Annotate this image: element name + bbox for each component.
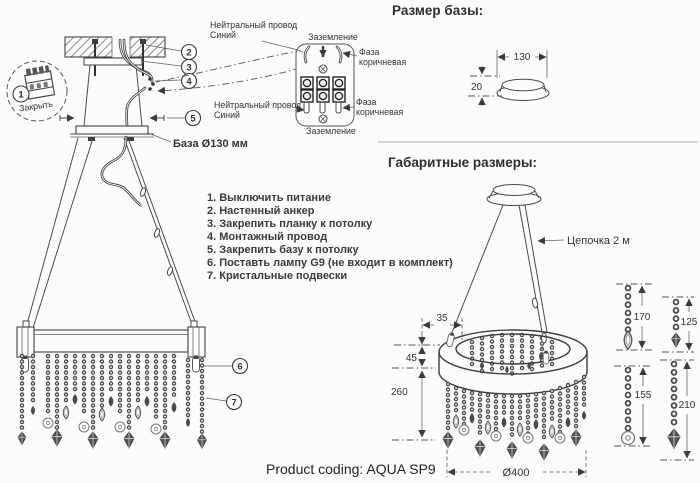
g9-bulb-right [192, 355, 200, 373]
callout-1-circle [12, 85, 30, 103]
canopy-cup [83, 64, 143, 127]
terminal-grid [300, 76, 346, 103]
callout-4-number: 4 [186, 77, 192, 88]
instruction-step-3: 3. Закрепить планку к потолку [207, 218, 373, 230]
strand-b-dim: 125 [681, 317, 698, 328]
g9-bulb-on-ring-2 [542, 350, 550, 365]
base-height-dim: 20 [471, 82, 483, 93]
base-diameter-label: База Ø130 мм [173, 138, 248, 150]
canopy-top [492, 184, 536, 196]
base-width-dim: 130 [514, 52, 531, 63]
neutral-wire-bottom-label: Нейтральный провод [214, 100, 301, 110]
callout-5-number: 5 [190, 114, 196, 125]
strand-detail-panel: 170 125 155 210 [614, 283, 698, 461]
base-size-section: Размер базы: 130 20 [392, 3, 550, 106]
instruction-step-2: 2. Настенный анкер [207, 205, 315, 217]
breaker-callout: 1 Закрыть [6, 60, 68, 122]
end-cap-right [187, 326, 206, 358]
rim-width-dim: 35 [436, 313, 448, 324]
instruction-step-5: 5. Закрепить базу к потолку [207, 244, 359, 256]
ground-top-label: Заземление [308, 32, 358, 42]
neutral-wire-bottom-label2: Синий [214, 110, 240, 120]
drop-height-dim: 260 [391, 387, 408, 398]
instruction-step-4: 4. Монтажный провод [207, 231, 327, 243]
g9-bulb-on-ring [445, 331, 456, 348]
callout-7-circle [225, 393, 243, 411]
strand-a-dim: 170 [634, 312, 651, 323]
ring-band-bottom [438, 371, 588, 395]
callout-2-number: 2 [186, 48, 191, 59]
phase-top-label: Фаза [359, 47, 380, 57]
base-plate [75, 125, 149, 135]
ring-height-dim: 45 [406, 353, 418, 364]
chain-length-label: Цепочка 2 м [567, 235, 630, 247]
callout-4-circle [180, 72, 198, 90]
base-disc-top [501, 78, 545, 92]
base-size-title: Размер базы: [392, 3, 483, 18]
neutral-wire-top-label: Нейтральный провод [210, 20, 297, 30]
callout-3-number: 3 [186, 63, 191, 74]
callout-1-number: 1 [18, 90, 24, 101]
neutral-wire-top-label2: Синий [210, 30, 236, 40]
ground-bottom-label: Заземление [306, 126, 356, 136]
instruction-list: 1. Выключить питание 2. Настенный анкер … [207, 192, 453, 282]
diameter-dim: Ø400 [503, 467, 530, 479]
strand-d-dim: 210 [679, 400, 696, 411]
terminal-block [295, 43, 355, 127]
instruction-step-6: 6. Поставть лампу G9 (не входит в компле… [207, 257, 453, 269]
dashed-callout-circle [6, 60, 68, 122]
phase-bottom-label: Фаза [356, 97, 377, 107]
callout-6-number: 6 [237, 362, 242, 373]
strand-c-dim: 155 [635, 390, 652, 401]
left-chandelier: 6 7 [16, 135, 249, 449]
phase-top-label2: коричневая [359, 57, 406, 67]
callout-7-number: 7 [231, 398, 236, 409]
end-cap-left [16, 326, 35, 358]
wiring-diagram: Нейтральный провод Синий Заземление Фаза… [155, 20, 406, 136]
instruction-step-7: 7. Кристальные подвески [207, 270, 347, 282]
overall-dimensions-title: Габаритные размеры: [388, 155, 537, 170]
close-power-label: Закрыть [19, 99, 54, 114]
ceiling-mount-detail: 2 3 4 5 База Ø130 мм [59, 36, 248, 150]
right-chandelier: Цепочка 2 м 35 [391, 184, 630, 479]
product-coding: Product coding: AQUA SP9 [266, 461, 436, 477]
ring-band-side [33, 329, 189, 353]
phase-bottom-label2: коричневая [356, 107, 403, 117]
callout-6-circle [231, 357, 249, 375]
ring-inner [455, 333, 571, 365]
callout-5-circle [184, 109, 202, 127]
circuit-breaker-icon [24, 65, 56, 100]
instruction-step-1: 1. Выключить питание [207, 192, 331, 204]
